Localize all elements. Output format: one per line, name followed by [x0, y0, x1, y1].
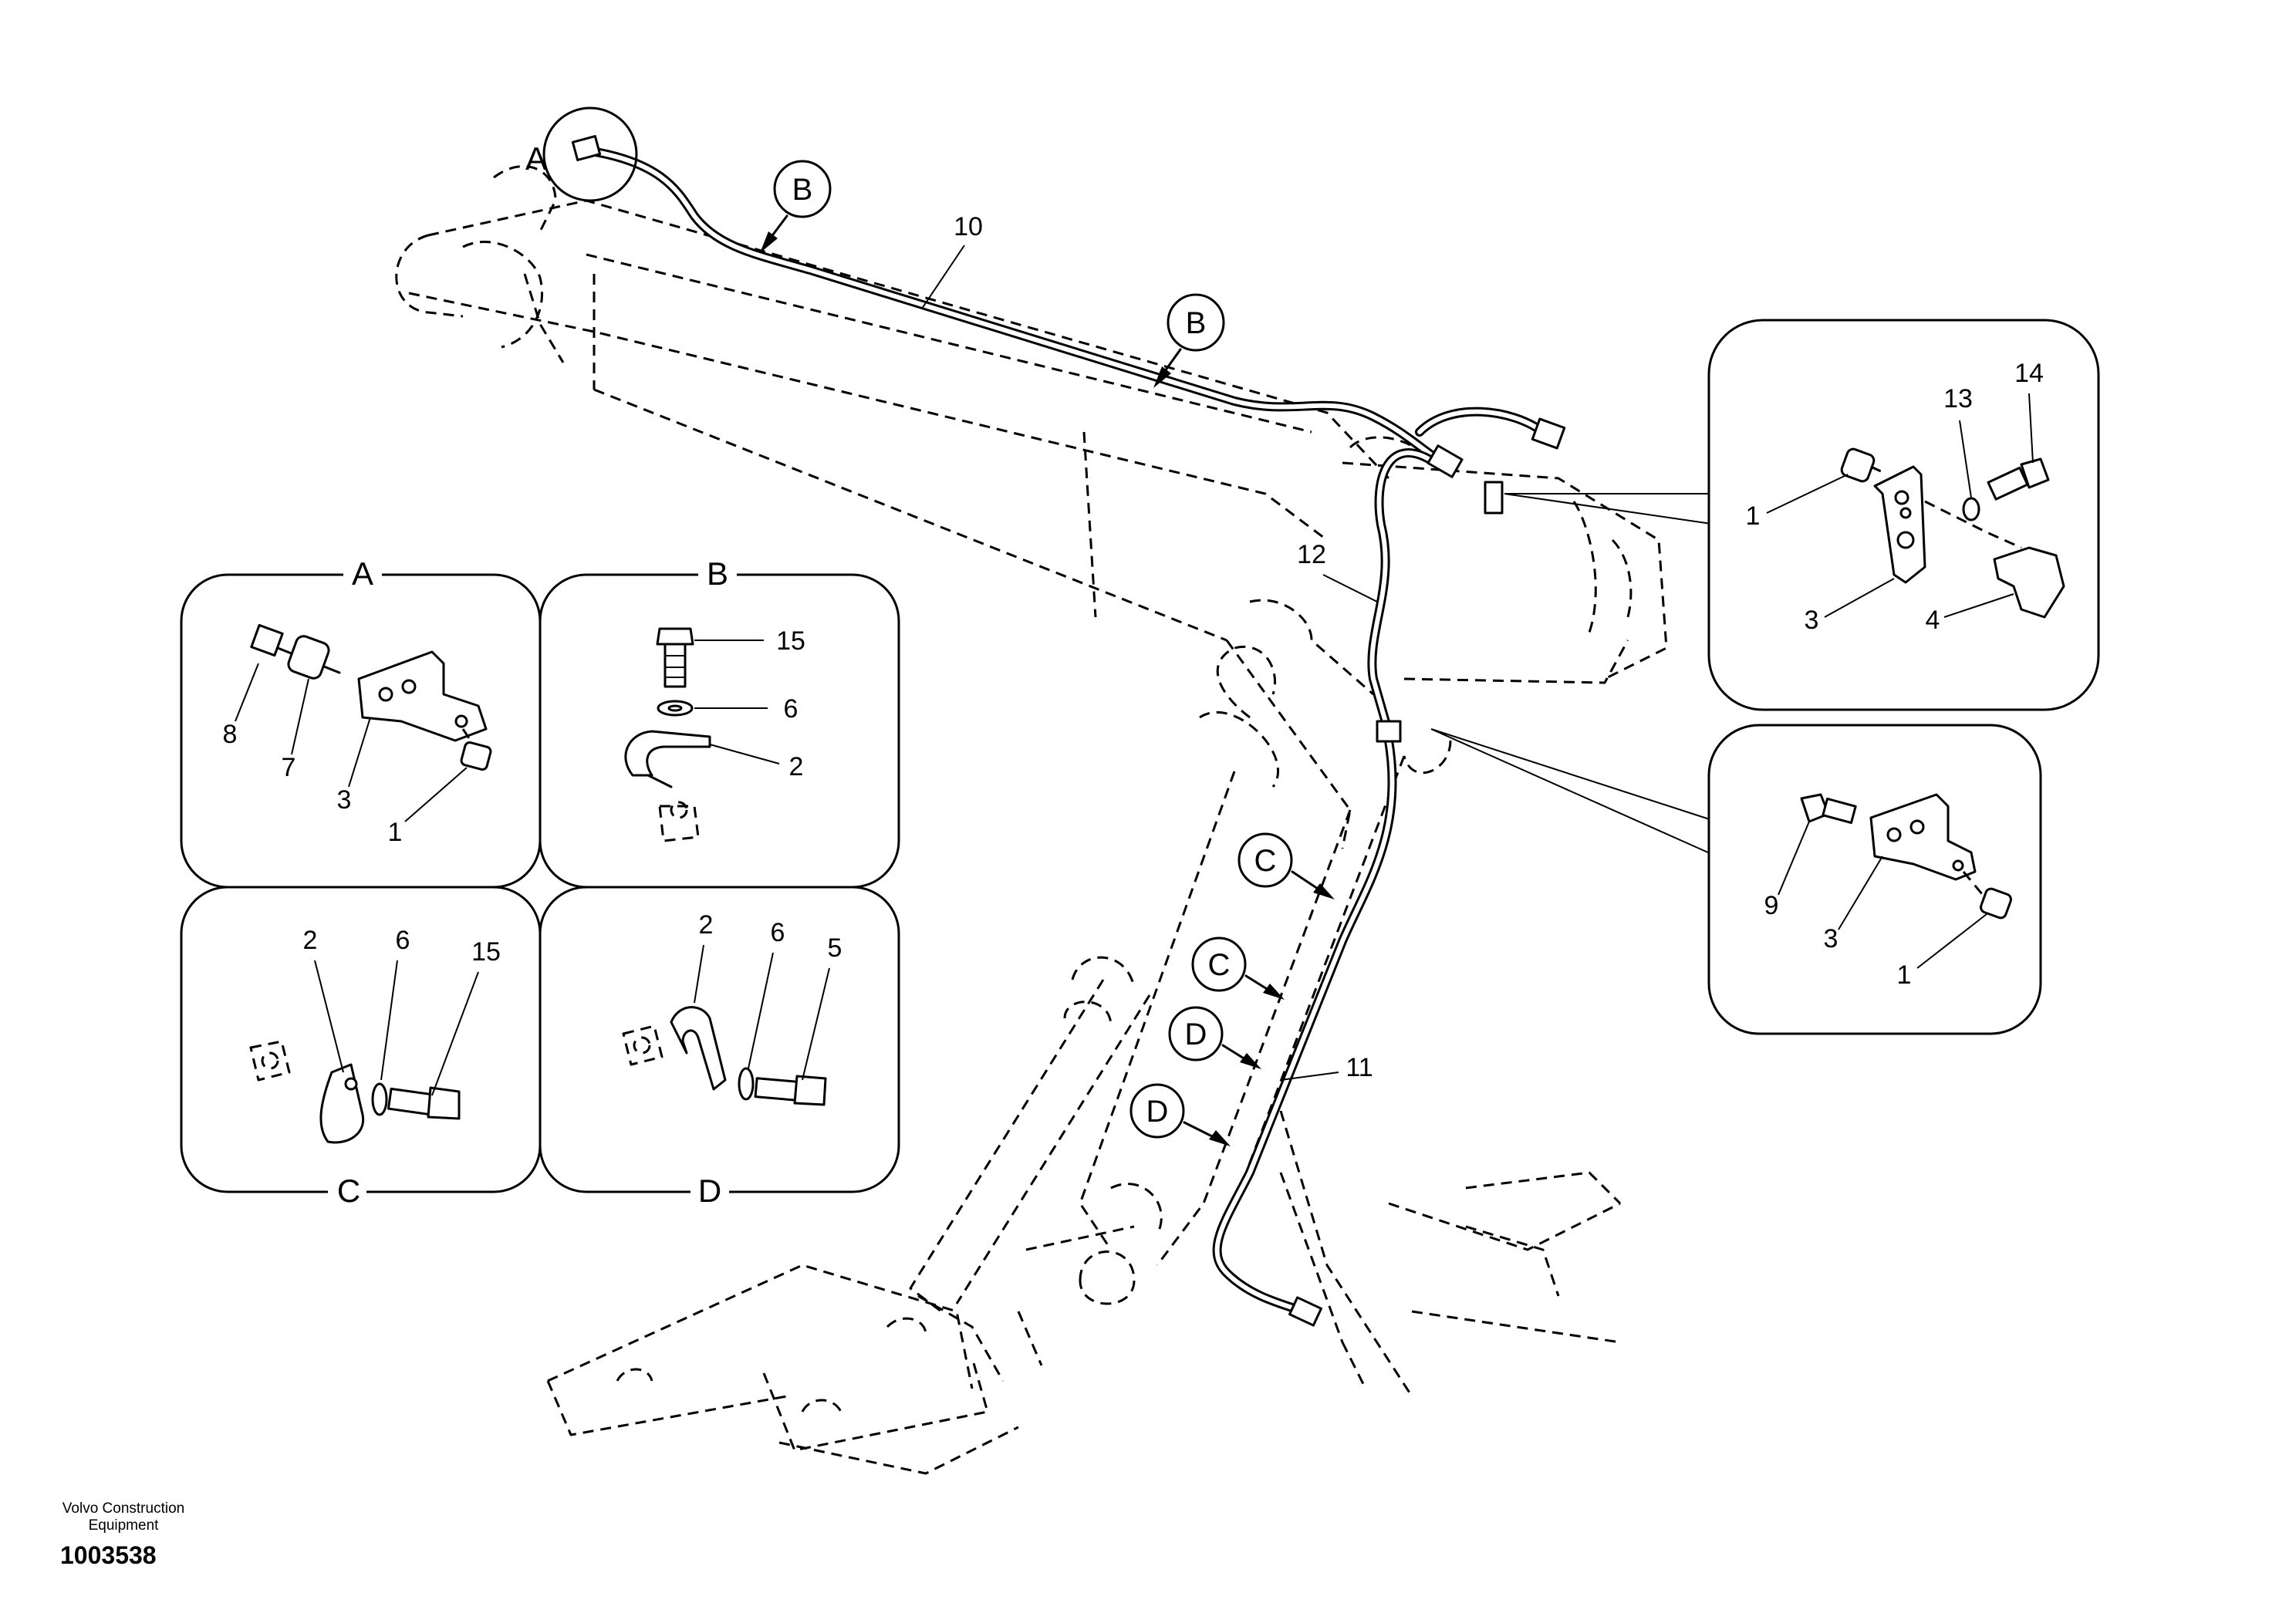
panel-a-label-1: 1 — [388, 818, 403, 847]
detail-panel-c: C 2 6 15 — [180, 886, 542, 1209]
panel-a-title: A — [352, 555, 373, 592]
lower-detail-label-9: 9 — [1764, 891, 1779, 920]
main-label-b1: B — [792, 173, 813, 207]
panel-c-label-6: 6 — [396, 926, 410, 955]
lower-detail-label-1: 1 — [1897, 960, 1912, 990]
main-label-c2: C — [1208, 948, 1231, 982]
panel-d-label-2: 2 — [699, 910, 714, 940]
lower-detail-label-3: 3 — [1824, 924, 1838, 953]
brand-caption: Volvo Construction Equipment — [31, 1500, 216, 1534]
panel-c-title: C — [337, 1173, 360, 1209]
panel-d-label-5: 5 — [828, 933, 842, 963]
detail-panel-a: A 8 7 3 1 — [180, 555, 542, 889]
main-label-12: 12 — [1297, 540, 1326, 569]
hose-10-boom — [582, 146, 1447, 467]
leader-lower-detail — [1430, 728, 1717, 857]
panel-a-label-8: 8 — [223, 720, 238, 749]
panel-b-label-2: 2 — [789, 752, 804, 781]
main-label-a: A — [525, 140, 547, 177]
detail-panel-lower-right: 9 3 1 — [1707, 724, 2042, 1035]
upper-detail-label-13: 13 — [1943, 384, 1973, 413]
main-label-d1: D — [1185, 1018, 1207, 1051]
detail-panel-d: D 2 6 5 — [539, 886, 900, 1209]
panel-c-label-2: 2 — [303, 926, 318, 955]
detail-circle-a — [542, 106, 638, 202]
panel-b-label-6: 6 — [784, 694, 799, 724]
brand-line-1: Volvo Construction — [62, 1500, 185, 1517]
detail-panel-upper-right: 1 13 14 3 4 — [1707, 319, 2100, 711]
upper-detail-label-14: 14 — [2014, 359, 2044, 388]
hose-11-arm — [1212, 736, 1397, 1316]
main-label-b2: B — [1186, 306, 1207, 340]
main-label-d2: D — [1146, 1095, 1169, 1129]
upper-detail-label-4: 4 — [1926, 606, 1940, 635]
main-callouts: A B B C C D D 10 12 11 — [525, 140, 1378, 1146]
main-label-11: 11 — [1346, 1053, 1373, 1082]
panel-a-label-3: 3 — [337, 785, 352, 815]
panel-b-label-15: 15 — [776, 626, 805, 656]
panel-b-title: B — [707, 555, 728, 592]
panel-c-label-15: 15 — [471, 937, 501, 967]
leader-upper-detail — [1504, 493, 1717, 525]
main-label-10: 10 — [954, 212, 983, 241]
panel-d-label-6: 6 — [771, 918, 785, 947]
document-number: 1003538 — [60, 1541, 157, 1569]
detail-panel-b: B 15 6 2 — [539, 555, 900, 889]
hose-fittings — [571, 135, 1566, 1327]
panel-d-title: D — [698, 1173, 721, 1209]
panel-a-label-7: 7 — [282, 753, 296, 782]
main-label-c1: C — [1254, 844, 1277, 878]
hose-12-upper — [1367, 407, 1548, 737]
upper-detail-label-1: 1 — [1746, 501, 1761, 531]
brand-line-2: Equipment — [88, 1517, 159, 1534]
upper-detail-label-3: 3 — [1805, 606, 1819, 635]
